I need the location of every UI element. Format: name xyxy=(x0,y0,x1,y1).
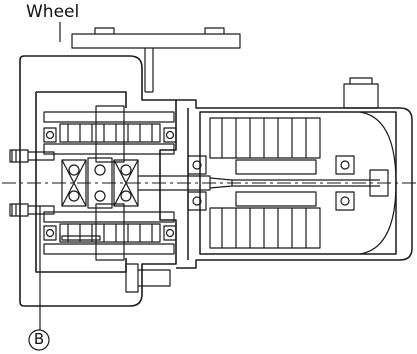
shaft-bearings xyxy=(43,127,177,241)
motor-bearings xyxy=(187,155,389,211)
motor-stator xyxy=(209,117,321,249)
lower-bolt xyxy=(59,234,171,293)
callout-b-label: B xyxy=(33,330,45,348)
end-cap xyxy=(343,77,397,255)
top-bracket xyxy=(71,27,241,93)
wheel-label: Wheel xyxy=(26,2,80,22)
central-bearings xyxy=(61,157,139,209)
upper-gear-train xyxy=(43,105,175,163)
wheel-housing xyxy=(19,55,177,307)
left-bolts xyxy=(9,149,55,217)
motor-housing xyxy=(176,99,413,269)
lower-gear-train xyxy=(43,203,175,261)
main-shaft xyxy=(138,175,380,191)
callout-b-circle xyxy=(28,329,50,351)
